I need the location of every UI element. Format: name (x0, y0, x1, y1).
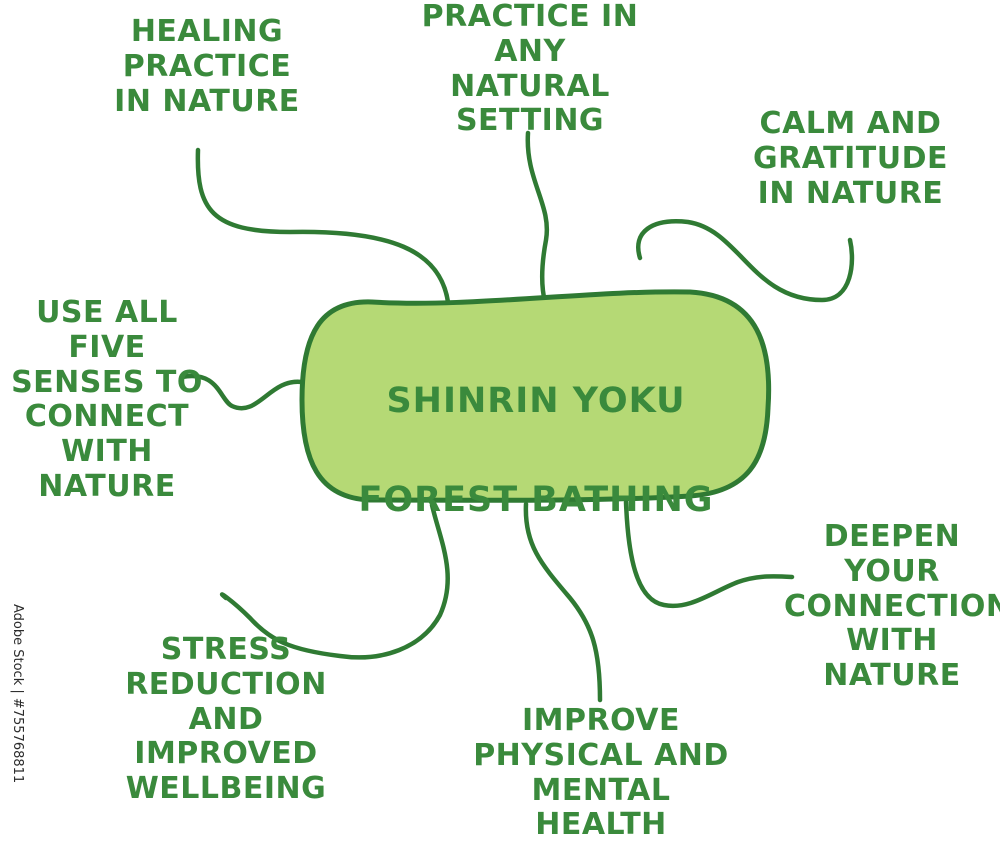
connector-deepen-connection (623, 499, 795, 609)
central-topic-label: Shinrin Yoku Forest Bathing (310, 327, 762, 575)
branch-label-deepen-connection: Deepen your connection with nature (784, 519, 1000, 694)
branch-label-healing-practice: Healing Practice in Nature (114, 14, 300, 119)
connector-stress-reduction (219, 502, 450, 660)
central-topic-line-1: Shinrin Yoku (386, 380, 686, 421)
branch-connectors (179, 130, 855, 703)
branch-label-any-natural-setting: Practice in any natural setting (421, 0, 639, 139)
stock-credit-text: Adobe Stock | #755768811 (10, 604, 25, 784)
connector-calm-gratitude (636, 219, 855, 303)
branch-label-five-senses: Use all five senses to connect with natu… (11, 295, 203, 504)
connector-healing-practice (195, 147, 451, 305)
central-topic-line-2: Forest Bathing (358, 480, 714, 521)
branch-label-stress-reduction: Stress reduction and improved wellbeing (125, 632, 327, 807)
branch-label-physical-mental-health: Improve physical and mental health (473, 703, 729, 843)
central-topic-bubble (299, 289, 772, 503)
branch-label-calm-gratitude: Calm and gratitude in nature (753, 106, 948, 211)
connector-any-natural-setting (525, 130, 550, 305)
connector-physical-mental-health (523, 501, 603, 703)
connector-five-senses (179, 373, 305, 411)
